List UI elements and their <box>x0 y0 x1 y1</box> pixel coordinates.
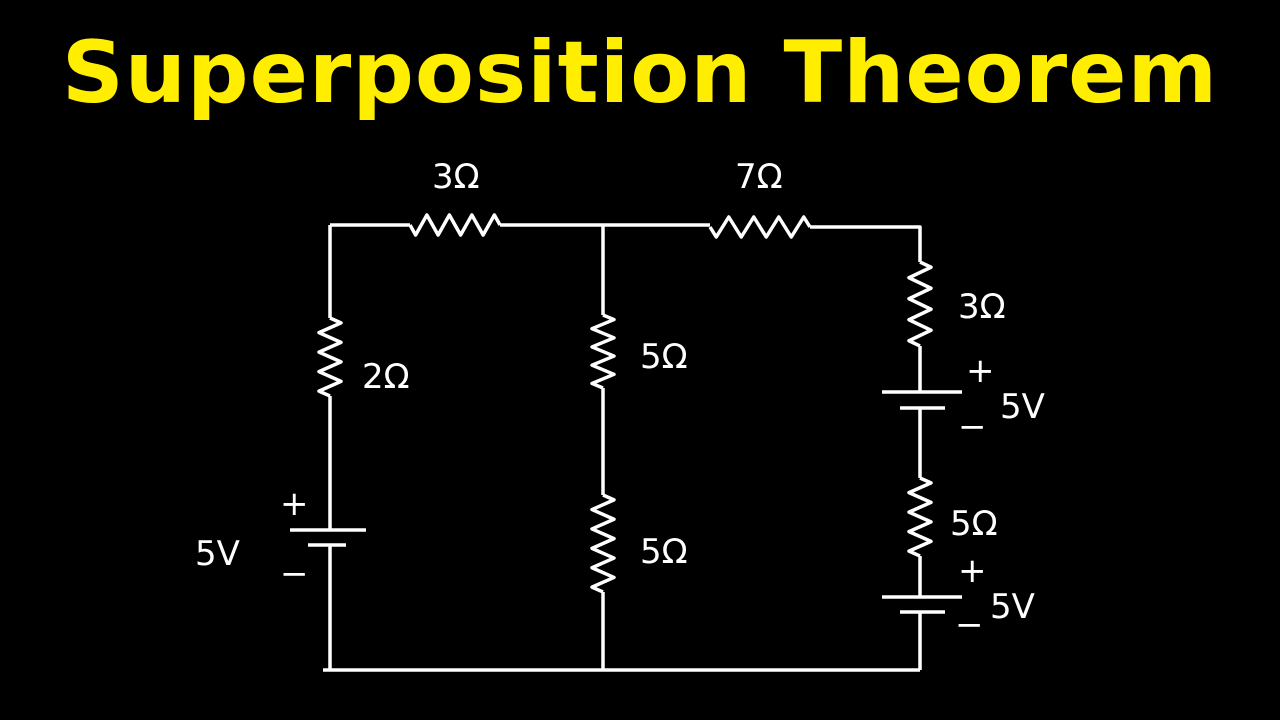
resistor-top-left <box>408 213 502 237</box>
label-right-upper-minus: − <box>958 407 987 447</box>
resistor-left <box>317 316 343 398</box>
batteries <box>290 390 962 614</box>
resistor-middle-upper <box>590 313 616 390</box>
label-left-plus: + <box>280 484 309 524</box>
label-r-top-left: 3Ω <box>432 157 480 197</box>
resistors <box>317 213 933 594</box>
label-right-upper-plus: + <box>966 351 995 391</box>
resistor-right-lower <box>907 476 933 558</box>
label-right-lower-minus: − <box>955 605 984 645</box>
resistor-right-upper <box>907 260 933 348</box>
battery-left <box>290 528 366 547</box>
label-r-left: 2Ω <box>362 357 410 397</box>
wire-top-right <box>810 225 922 262</box>
label-r-right-upper: 3Ω <box>958 287 1006 327</box>
label-r-right-lower: 5Ω <box>950 504 998 544</box>
title: Superposition Theorem <box>61 23 1219 123</box>
label-right-upper-voltage: 5V <box>1000 387 1045 427</box>
battery-right-lower <box>882 595 962 614</box>
label-r-middle-upper: 5Ω <box>640 337 688 377</box>
label-r-top-right: 7Ω <box>735 157 783 197</box>
label-r-middle-lower: 5Ω <box>640 532 688 572</box>
label-left-voltage: 5V <box>195 534 240 574</box>
wires <box>323 223 922 672</box>
battery-right-upper <box>882 390 962 410</box>
resistor-middle-lower <box>590 493 616 594</box>
resistor-top-right <box>708 215 812 239</box>
label-left-minus: − <box>280 554 309 594</box>
labels: 3Ω 7Ω 2Ω 5Ω 5Ω 3Ω 5Ω + − 5V + − 5V + − 5… <box>195 157 1045 645</box>
label-right-lower-plus: + <box>958 551 987 591</box>
label-right-lower-voltage: 5V <box>990 587 1035 627</box>
